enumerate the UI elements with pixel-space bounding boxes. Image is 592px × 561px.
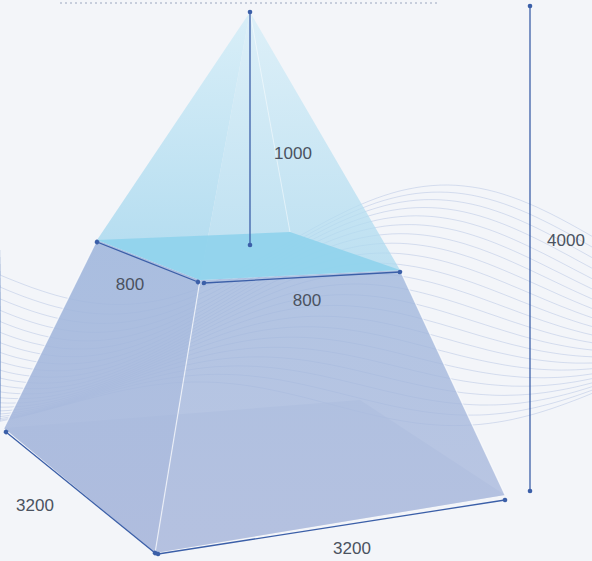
dimension-label: 800 xyxy=(291,291,323,310)
dimension-label: 3200 xyxy=(14,496,56,515)
dimension-label: 3200 xyxy=(331,539,373,558)
dimension-label: 1000 xyxy=(272,144,314,163)
dimension-lines xyxy=(6,6,530,554)
frustum-edges xyxy=(4,240,505,553)
apex-edge xyxy=(250,12,290,232)
top-guide xyxy=(60,3,440,4)
dimension-label: 4000 xyxy=(545,231,587,250)
dimension-label: 800 xyxy=(114,275,146,294)
cut-plane xyxy=(97,232,400,280)
frustum-right-face xyxy=(155,270,505,553)
